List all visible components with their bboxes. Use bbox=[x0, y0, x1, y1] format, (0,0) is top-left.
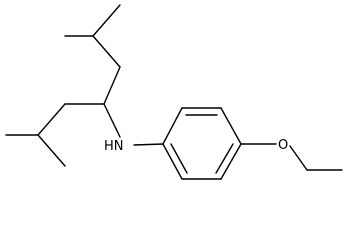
ring-bond-4 bbox=[220, 143, 242, 180]
bond-upper-ch2-to-central-ch bbox=[103, 66, 121, 105]
bond-lower-methine-to-methyl-down bbox=[37, 134, 66, 167]
bond-upper-methine-to-methyl bbox=[92, 4, 121, 37]
structure-canvas: HN O bbox=[5, 4, 343, 180]
bond-lower-ch2-to-methine bbox=[37, 103, 66, 136]
ring-bond-3 bbox=[220, 107, 242, 145]
bond-central-ch-to-nh bbox=[103, 103, 121, 138]
nh-label: HN bbox=[104, 139, 124, 154]
bond-upper-methine-to-ch2 bbox=[92, 35, 121, 68]
bond-oxygen-to-ch2 bbox=[289, 145, 308, 171]
bond-nh-to-ring bbox=[133, 143, 164, 146]
ring-double-bond-left bbox=[170, 143, 188, 174]
oxygen-label: O bbox=[278, 138, 288, 153]
ring-bond-1 bbox=[162, 107, 183, 145]
skeletal-formula: HN O bbox=[5, 4, 343, 180]
benzene-ring bbox=[162, 107, 242, 180]
ring-bond-6 bbox=[162, 143, 183, 180]
ring-double-bond-right bbox=[215, 143, 234, 174]
